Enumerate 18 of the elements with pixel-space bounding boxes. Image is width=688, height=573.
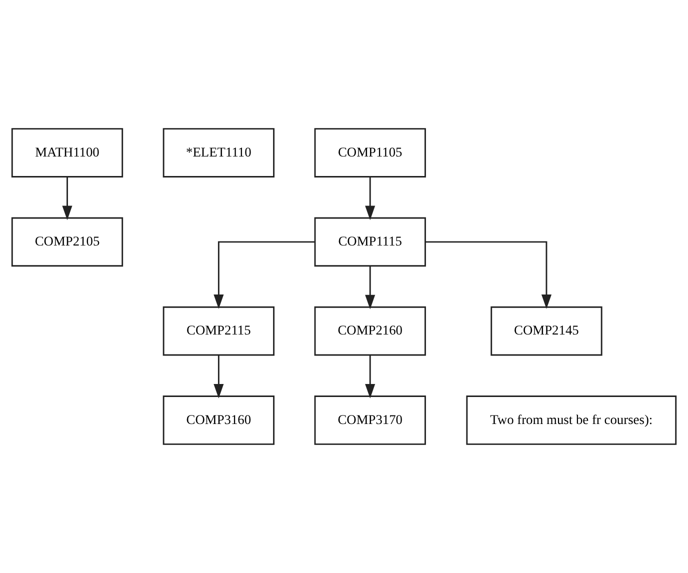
node-box: COMP3170	[314, 396, 426, 445]
arrow	[214, 241, 315, 309]
arrow	[365, 355, 376, 398]
node-box: COMP1115	[314, 217, 426, 267]
node-box: Two from must be fr courses):	[466, 396, 677, 445]
node-box: MATH1100	[11, 128, 124, 178]
node-box: COMP2145	[490, 306, 602, 356]
node-box: COMP2115	[162, 306, 275, 356]
node-box: COMP1105	[314, 128, 426, 178]
arrow	[62, 177, 72, 220]
node-box: COMP2105	[11, 217, 124, 267]
arrow	[214, 355, 224, 398]
node-box: COMP2160	[314, 306, 426, 356]
arrow	[425, 241, 552, 309]
arrow	[365, 266, 376, 310]
node-box: *ELET1110	[162, 128, 275, 178]
node-box: COMP3160	[162, 396, 275, 445]
arrow	[365, 177, 376, 220]
